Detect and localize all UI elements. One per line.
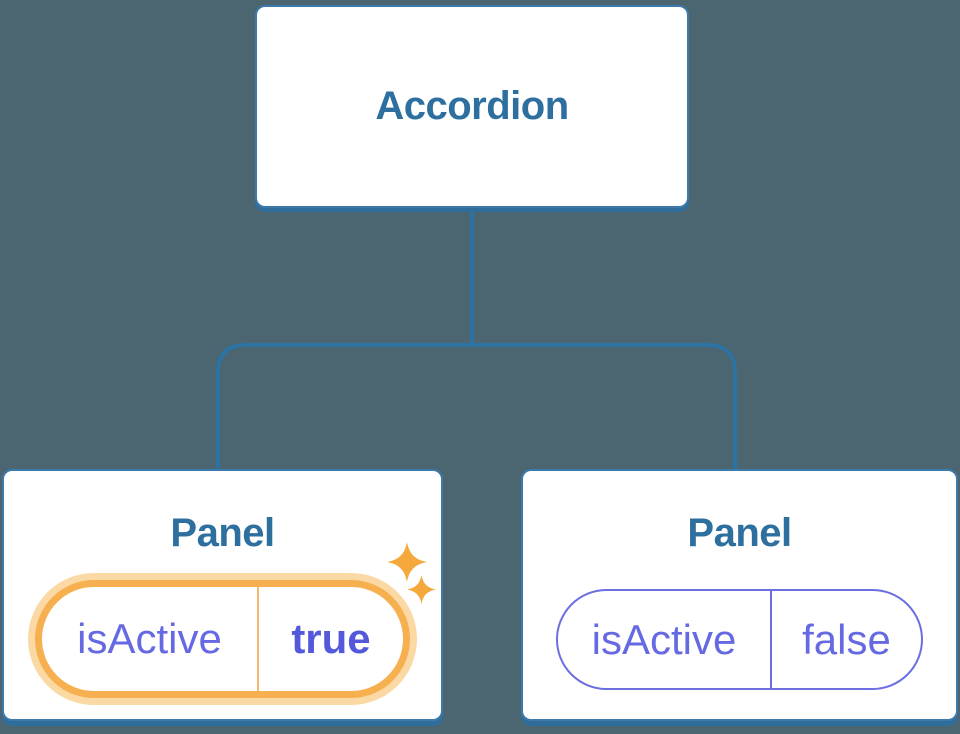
panel-node-label: Panel (687, 511, 792, 555)
sparkle-icon-small (407, 575, 436, 604)
accordion-node-label: Accordion (375, 84, 569, 128)
state-name-label: isActive (77, 615, 222, 662)
state-value-label: true (291, 615, 371, 662)
sparkle-icon-large (387, 542, 427, 582)
panel-node-active: Panel isActive true (2, 469, 443, 721)
state-pill-active: isActive true (35, 580, 410, 698)
pill-divider (257, 587, 259, 691)
panel-node-label: Panel (170, 511, 275, 555)
state-name-label: isActive (591, 615, 737, 663)
panel-node-inactive: Panel isActive false (521, 469, 958, 721)
accordion-node: Accordion (255, 5, 689, 208)
state-value-label: false (802, 615, 891, 663)
state-pill-inactive: isActive false (556, 589, 923, 690)
pill-divider (770, 591, 772, 688)
